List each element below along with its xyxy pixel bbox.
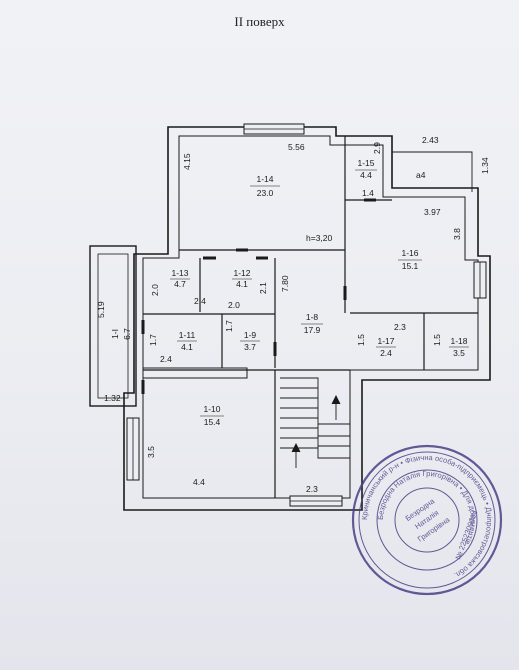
dim-stair-width: 2.3 [306,484,318,494]
room-area-1-12: 4.1 [236,279,248,289]
outer-wall-outline [123,126,491,511]
room-area-1-11: 4.1 [181,342,193,352]
doors [141,198,376,394]
dim-13-height: 2.0 [150,284,160,296]
dim-13-width: 2.4 [194,296,206,306]
terrace-inner [97,253,129,399]
dim-annex-width: 2.43 [422,135,439,145]
dim-18-height: 1.5 [432,334,442,346]
dim-15-height: 2.9 [372,142,382,154]
dim-9-height: 1.7 [224,320,234,332]
stamp: Криничанський р-н • Фізична особа-підпри… [351,444,503,596]
room-id-1-13: 1-13 [171,268,188,278]
room-labels: 1-14 23.0 1-15 4.4 1-16 15.1 1-13 4.7 1-… [110,158,469,427]
room-id-1-15: 1-15 [357,158,374,168]
dimension-labels: 5.56 4.15 2.9 1.4 2.43 1.34 a4 3.97 3.8 … [96,135,490,494]
room-area-1-16: 15.1 [402,261,419,271]
annex [392,151,473,192]
room-area-1-14: 23.0 [257,188,274,198]
room-area-1-17: 2.4 [380,348,392,358]
room-area-1-I: 6.7 [122,328,132,340]
dim-10-height: 3.5 [146,446,156,458]
interior-walls [142,136,478,498]
dim-11-width: 2.4 [160,354,172,364]
dim-12-width: 2.0 [228,300,240,310]
room-id-1-9: 1-9 [244,330,257,340]
annex-outline [392,151,473,192]
stair-arrow-head [291,442,301,453]
room-id-1-16: 1-16 [401,248,418,258]
stair-outline [280,377,351,459]
dim-16-width: 3.97 [424,207,441,217]
room-id-1-12: 1-12 [233,268,250,278]
dim-8-height: 7.80 [280,275,290,292]
stair-arrow-head-2 [331,394,341,405]
room-area-1-10: 15.4 [204,417,221,427]
dim-15-width: 1.4 [362,188,374,198]
room-id-1-17: 1-17 [377,336,394,346]
dim-10-width: 4.4 [193,477,205,487]
room-id-1-11: 1-11 [179,330,196,340]
room-area-1-13: 4.7 [174,279,186,289]
room-id-1-8: 1-8 [306,312,319,322]
terrace-outer [89,245,137,407]
room-area-1-15: 4.4 [360,170,372,180]
dim-annex-height: 1.34 [480,157,490,174]
wall-beam [142,367,248,379]
dim-terrace-height: 5.19 [96,301,106,318]
room-area-1-9: 3.7 [244,342,256,352]
dim-17-width: 2.3 [394,322,406,332]
dim-14-height: 4.15 [182,153,192,170]
floor-title: II поверх [234,14,285,29]
dim-12-height: 2.1 [258,282,268,294]
room-id-1-18: 1-18 [450,336,467,346]
dim-a4: a4 [416,170,426,180]
room-area-1-8: 17.9 [304,325,321,335]
room-id-1-14: 1-14 [256,174,273,184]
dim-11-height: 1.7 [148,334,158,346]
dim-top-width: 5.56 [288,142,305,152]
room-id-1-I: 1-I [110,329,120,339]
staircase [280,377,351,468]
terrace [89,245,137,407]
dim-16-height: 3.8 [452,228,462,240]
exterior-walls [123,123,491,511]
dim-terrace-depth: 1.32 [104,393,121,403]
room-id-1-10: 1-10 [203,404,220,414]
ceiling-height-note: h=3,20 [306,233,333,243]
inner-wall-outline [142,135,479,499]
room-area-1-18: 3.5 [453,348,465,358]
dim-17-height: 1.5 [356,334,366,346]
